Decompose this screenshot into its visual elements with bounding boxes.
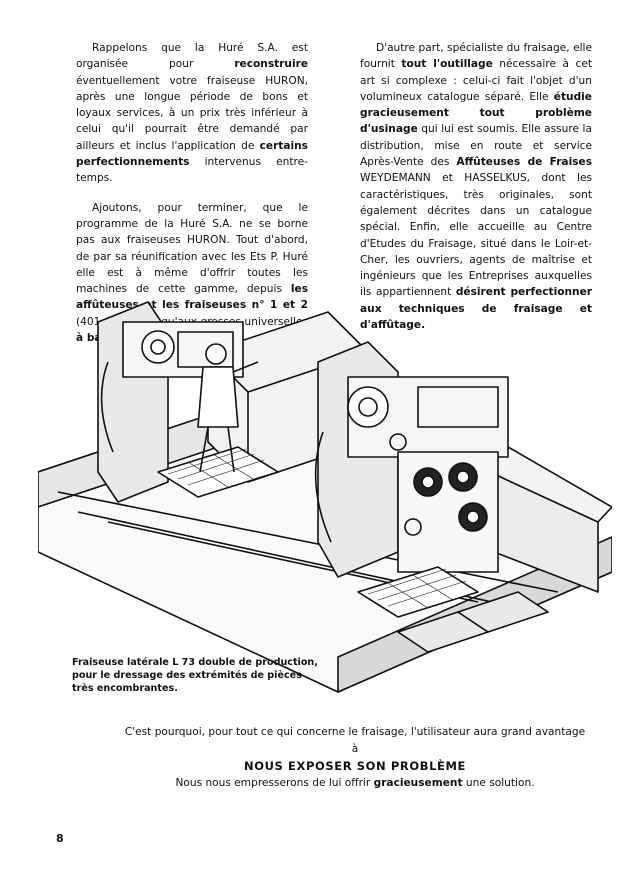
bold-run: reconstruire: [234, 58, 308, 71]
figure-caption: Fraiseuse latérale L 73 double de produc…: [72, 657, 318, 694]
page-number: 8: [56, 832, 64, 845]
closing-line-3: Nous nous empresserons de lui offrir gra…: [120, 775, 590, 792]
text-run: Ajoutons, pour terminer, que le programm…: [76, 201, 308, 296]
bold-run: Affûteuses de Fraises: [456, 156, 592, 169]
closing-statement: C'est pourquoi, pour tout ce qui concern…: [120, 724, 590, 792]
closing-line-3-bold: gracieusement: [373, 777, 463, 789]
closing-line-3-before: Nous nous empresserons de lui offrir: [175, 777, 374, 789]
bold-run: tout l'outillage: [401, 58, 493, 71]
bold-run: certains perfectionnements: [76, 139, 308, 169]
bold-run: étudie gracieusement tout problème d'usi…: [360, 90, 592, 136]
left-column: Rappelons que la Huré S.A. est organisée…: [76, 40, 308, 359]
text-run: intervenus entre-temps.: [76, 156, 308, 185]
text-run: D'autre part, spécialiste du fraisage, e…: [360, 42, 592, 71]
milling-machine-illustration-icon: [38, 301, 612, 693]
text-run: Rappelons que la Huré S.A. est organisée…: [76, 42, 308, 71]
text-run: WEYDEMANN et HASSELKUS, dont les caracté…: [360, 172, 592, 299]
closing-headline: NOUS EXPOSER SON PROBLÈME: [244, 759, 466, 773]
text-run: nécessaire à cet art si complexe : celui…: [360, 58, 592, 103]
right-paragraph-1: D'autre part, spécialiste du fraisage, e…: [360, 40, 592, 333]
closing-line-1: C'est pourquoi, pour tout ce qui concern…: [124, 726, 586, 755]
bold-run: désirent perfectionner aux techniques de…: [360, 286, 592, 332]
closing-line-3-after: une solution.: [462, 777, 535, 789]
left-paragraph-1: Rappelons que la Huré S.A. est organisée…: [76, 40, 308, 187]
text-run: qui lui est soumis. Elle assure la distr…: [360, 123, 592, 169]
right-column: D'autre part, spécialiste du fraisage, e…: [360, 40, 592, 346]
text-run: éventuellement votre fraiseuse HURON, ap…: [76, 74, 308, 152]
